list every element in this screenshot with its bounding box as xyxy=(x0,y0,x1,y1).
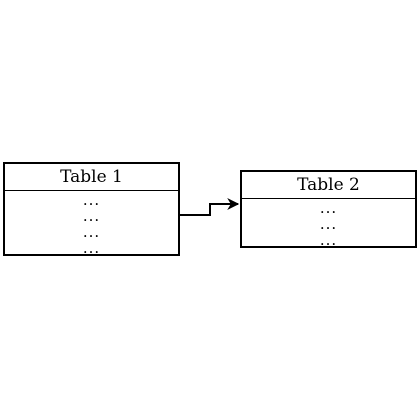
table-2-box: Table 2 ... ... ... xyxy=(240,170,417,248)
table-2-row: ... xyxy=(319,231,338,249)
table-1-row: ... xyxy=(82,223,101,241)
table-1-body: ... ... ... ... xyxy=(5,191,178,256)
table-1-row: ... xyxy=(82,239,101,257)
table-2-title: Table 2 xyxy=(242,172,415,199)
table-1-row: ... xyxy=(82,191,101,209)
table-2-row: ... xyxy=(319,199,338,217)
table-1-box: Table 1 ... ... ... ... xyxy=(3,162,180,256)
table-1-title: Table 1 xyxy=(5,164,178,191)
table-2-body: ... ... ... xyxy=(242,199,415,248)
connector-arrow xyxy=(180,198,240,216)
table-2-row: ... xyxy=(319,215,338,233)
table-1-row: ... xyxy=(82,207,101,225)
